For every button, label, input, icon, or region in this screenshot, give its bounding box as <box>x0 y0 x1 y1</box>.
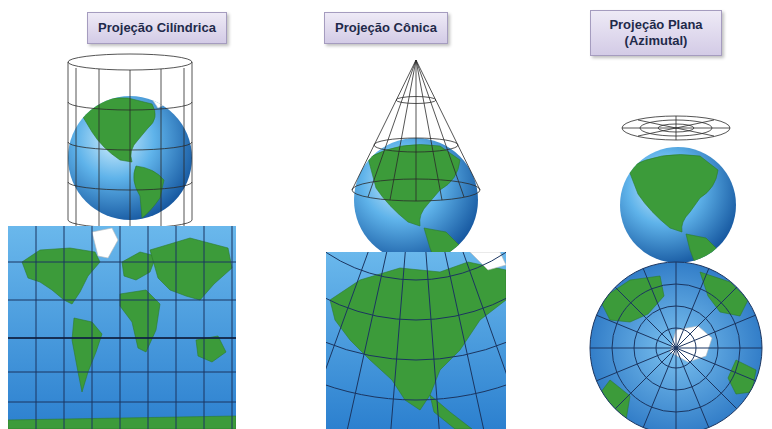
conic-map-content <box>326 252 506 429</box>
projection-title: Projeção Cônica <box>335 20 437 36</box>
parallel <box>326 252 506 320</box>
cylinder-meridians <box>68 62 192 228</box>
map-grid <box>8 226 236 429</box>
parallel <box>326 252 506 400</box>
north-america <box>628 155 718 233</box>
map-continents <box>8 238 236 429</box>
landmass <box>598 380 630 420</box>
polar-map-outline <box>590 262 762 429</box>
equator <box>8 337 236 339</box>
cone-grid <box>352 60 480 201</box>
globe <box>620 147 736 263</box>
plane-radials <box>622 116 730 140</box>
parallel <box>326 252 506 280</box>
cylindrical-map-content <box>8 226 236 429</box>
globe-continents <box>80 92 170 218</box>
cone-ring <box>374 138 458 152</box>
south-america <box>600 276 664 322</box>
cylinder-grid <box>68 54 192 228</box>
cone-lines <box>352 60 480 201</box>
cylinder-top <box>68 54 192 70</box>
projection-title: Projeção Plana (Azimutal) <box>601 17 711 49</box>
central-america <box>430 395 472 429</box>
greenland <box>92 228 118 258</box>
cylindrical-projection <box>8 54 236 429</box>
projection-title-box: Projeção Cônica <box>324 12 448 44</box>
projection-title-box: Projeção Plana (Azimutal) <box>590 10 722 56</box>
plane-outline <box>622 116 730 140</box>
europe <box>122 252 156 280</box>
south-america <box>72 318 102 392</box>
africa <box>120 290 160 352</box>
south-america <box>134 166 164 218</box>
conic-parallels <box>326 252 506 400</box>
antarctica <box>8 416 236 429</box>
south-america <box>686 234 718 266</box>
greenland <box>470 252 506 270</box>
projection-title: Projeção Cilíndrica <box>98 20 216 36</box>
projection-title-box: Projeção Cilíndrica <box>87 12 227 44</box>
parallel <box>326 252 506 360</box>
cylindrical-map <box>8 226 236 429</box>
north-america <box>80 98 155 162</box>
greenland <box>150 92 170 108</box>
cone-ring <box>396 97 436 104</box>
conic-meridians <box>326 252 506 429</box>
africa <box>700 272 748 316</box>
globe-continents <box>368 145 460 265</box>
azimuthal-projection <box>590 116 762 429</box>
polar-map-content <box>590 262 762 429</box>
north-america <box>22 248 100 304</box>
asia <box>150 238 232 300</box>
australia <box>196 336 226 362</box>
cone-base <box>352 179 480 201</box>
polar-grid <box>590 262 762 429</box>
globe-continents <box>628 155 718 267</box>
polar-map <box>590 262 762 429</box>
plane-grid <box>622 116 730 140</box>
meridians <box>590 262 762 429</box>
